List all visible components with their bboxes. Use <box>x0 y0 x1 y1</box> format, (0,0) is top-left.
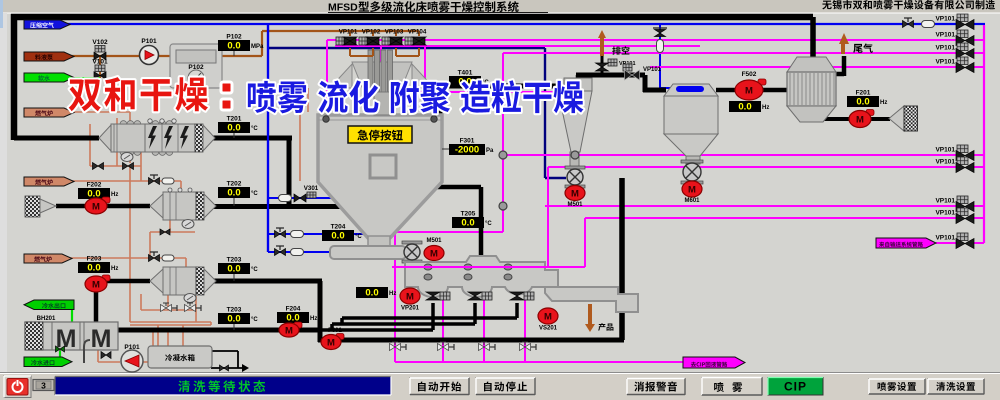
svg-text:VP101: VP101 <box>935 198 955 205</box>
svg-text:M: M <box>285 325 293 336</box>
svg-text:Hz: Hz <box>762 105 769 111</box>
svg-text:M: M <box>406 291 414 302</box>
svg-text:°C: °C <box>251 317 258 323</box>
svg-text:VP101: VP101 <box>935 32 955 39</box>
svg-text:M: M <box>327 337 335 348</box>
svg-text:V102: V102 <box>92 39 108 46</box>
svg-text:MFSD: MFSD <box>328 2 358 14</box>
svg-text:P102: P102 <box>226 34 242 41</box>
svg-text:Hz: Hz <box>111 266 118 272</box>
svg-text:M: M <box>92 201 100 212</box>
svg-text:T201: T201 <box>227 116 242 123</box>
svg-text:Hz: Hz <box>880 100 887 106</box>
svg-text:T204: T204 <box>331 224 346 231</box>
svg-text:Hz: Hz <box>111 192 118 198</box>
svg-text:0.0: 0.0 <box>461 218 474 229</box>
svg-text:VP101: VP101 <box>339 29 358 36</box>
svg-text:0.0: 0.0 <box>738 102 751 113</box>
svg-text:T401: T401 <box>458 70 473 77</box>
svg-text:VP101: VP101 <box>935 45 955 52</box>
svg-text:°C: °C <box>251 126 258 132</box>
svg-text:0.0: 0.0 <box>227 123 240 134</box>
svg-text:-2000: -2000 <box>455 145 479 156</box>
svg-text:VP101: VP101 <box>643 67 662 73</box>
svg-text:T203: T203 <box>227 307 242 314</box>
svg-text:V101: V101 <box>92 59 108 66</box>
svg-text:VP101: VP101 <box>935 235 955 242</box>
svg-text:VP101: VP101 <box>935 16 955 23</box>
svg-text:F203: F203 <box>87 256 102 263</box>
svg-text:P101: P101 <box>124 344 140 351</box>
svg-text:0.0: 0.0 <box>286 313 299 324</box>
svg-text:T202: T202 <box>227 181 242 188</box>
svg-text:0.0: 0.0 <box>331 231 344 242</box>
svg-text:F201: F201 <box>856 90 871 97</box>
svg-text:0.0: 0.0 <box>87 263 100 274</box>
svg-text:0.0: 0.0 <box>227 188 240 199</box>
svg-text:VP103: VP103 <box>385 29 404 36</box>
svg-text:F202: F202 <box>87 182 102 189</box>
svg-text:F502: F502 <box>742 71 757 78</box>
svg-text:F601: F601 <box>328 328 342 334</box>
svg-text:VP101: VP101 <box>935 59 955 66</box>
svg-text:VP101: VP101 <box>935 147 955 154</box>
svg-text:M: M <box>544 311 552 322</box>
svg-text:M501: M501 <box>567 202 583 208</box>
svg-text:MPa: MPa <box>251 44 264 50</box>
svg-text:3: 3 <box>41 381 46 391</box>
svg-text:Hz: Hz <box>310 316 317 322</box>
svg-text:0.0: 0.0 <box>227 41 240 52</box>
svg-text:Hz: Hz <box>389 291 396 297</box>
svg-text:°C: °C <box>251 267 258 273</box>
svg-text:M: M <box>571 188 579 199</box>
svg-text:M: M <box>91 325 112 353</box>
svg-text:VP102: VP102 <box>362 29 381 36</box>
svg-text:0.0: 0.0 <box>227 314 240 325</box>
svg-text:0.0: 0.0 <box>227 264 240 275</box>
svg-text:F301: F301 <box>460 138 475 145</box>
svg-text:P101: P101 <box>141 38 157 45</box>
svg-text:VP104: VP104 <box>408 29 427 36</box>
svg-text:VP101: VP101 <box>935 159 955 166</box>
svg-text:Pa: Pa <box>486 148 494 154</box>
svg-text:M: M <box>56 325 77 353</box>
svg-text:M: M <box>856 114 864 125</box>
svg-text:°C: °C <box>355 234 362 240</box>
svg-text:M601: M601 <box>684 198 700 204</box>
svg-text:VS201: VS201 <box>539 326 558 332</box>
svg-text:T203: T203 <box>227 257 242 264</box>
svg-text:BH201: BH201 <box>37 316 56 322</box>
svg-text:VP201: VP201 <box>401 306 420 312</box>
svg-text:0.0: 0.0 <box>856 97 869 108</box>
svg-text:M: M <box>688 184 696 195</box>
svg-text:VP101: VP101 <box>935 210 955 217</box>
svg-text:0.0: 0.0 <box>365 288 378 299</box>
svg-text:M: M <box>430 248 438 259</box>
svg-text:M: M <box>92 279 100 290</box>
svg-text:P102: P102 <box>188 64 204 71</box>
svg-text:0.0: 0.0 <box>87 189 100 200</box>
svg-text:°C: °C <box>251 191 258 197</box>
svg-text:CIP: CIP <box>784 380 807 394</box>
svg-text:M: M <box>745 85 753 96</box>
svg-text:V301: V301 <box>304 185 319 192</box>
svg-text:T205: T205 <box>461 211 476 218</box>
svg-text:°C: °C <box>485 221 492 227</box>
svg-text:F204: F204 <box>286 306 301 313</box>
svg-text:M501: M501 <box>426 238 442 244</box>
